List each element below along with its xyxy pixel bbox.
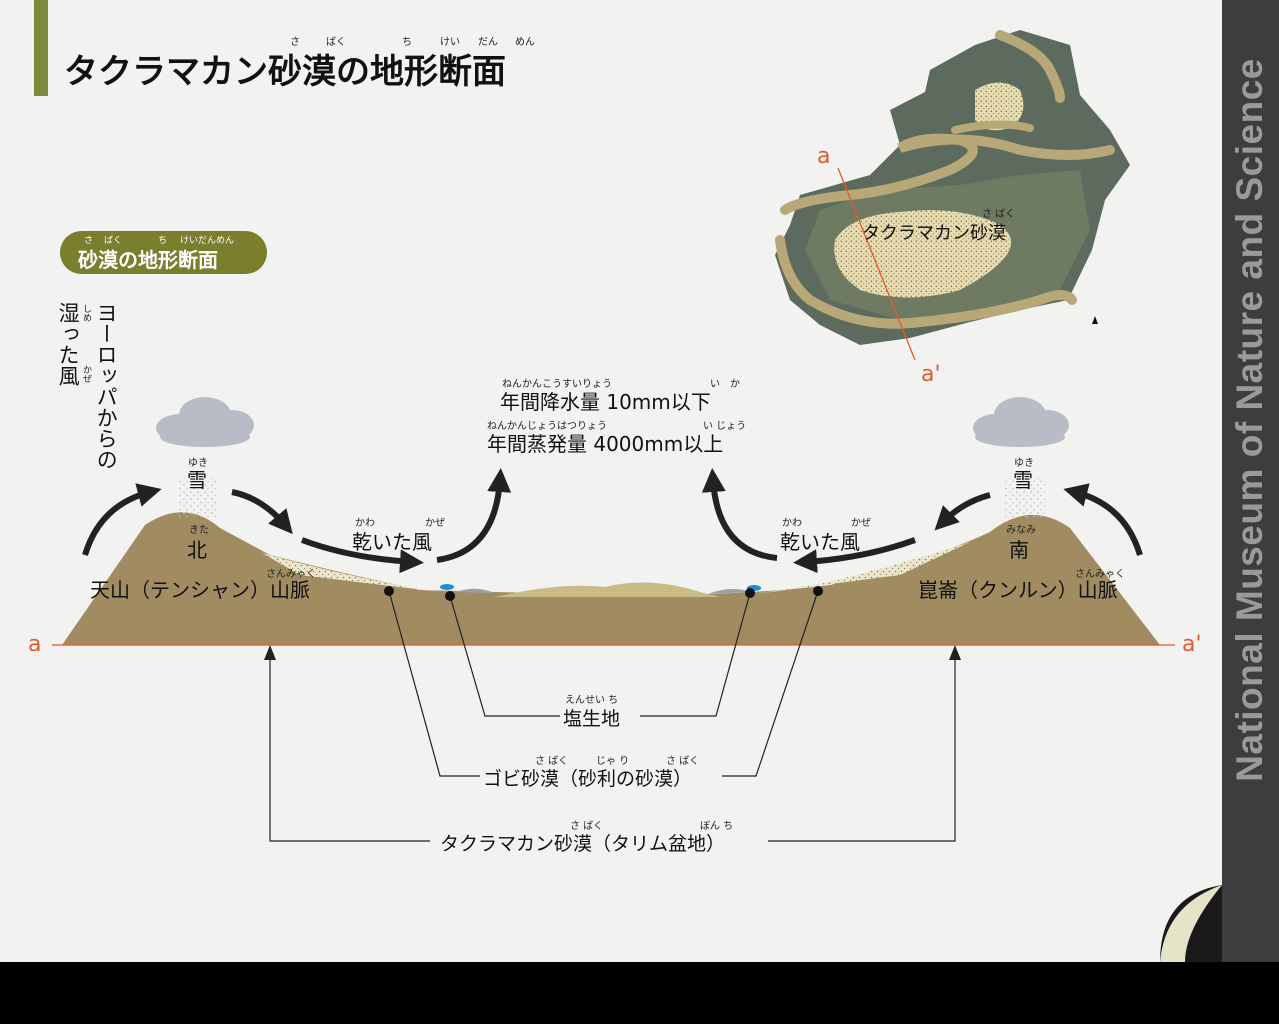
snow-north [178,478,218,518]
snow-south [1005,478,1045,518]
south-snow-ruby: ゆき [1014,458,1034,469]
south-direction: 南 [1009,538,1029,562]
north-wind-ruby: かぜ [425,518,445,529]
map-label-a-prime: a' [921,362,941,387]
arrow-south-down [934,492,991,531]
gobi-ruby: さ ばく [535,756,569,767]
section-label-a: a [28,632,42,657]
taklamakan-label: タクラマカン砂漠（タリム盆地） [440,833,726,855]
north-snow-label: 雪 [187,468,207,492]
wind-note-ruby: しめ [81,304,91,322]
north-wind-ruby: かわ [355,518,375,529]
south-snow-label: 雪 [1013,468,1033,492]
section-label-a-prime: a' [1182,632,1202,657]
wind-note-line1: ヨーロッパからの [94,302,119,470]
south-wind-ruby: かわ [782,518,802,529]
south-wind-ruby: かぜ [851,518,871,529]
annual-evaporation: 年間蒸発量 4000mm以上 [487,432,724,456]
title-ruby: ばく [326,37,346,48]
wind-note-ruby: かぜ [81,365,91,383]
marker-gobi-south [813,586,823,596]
gobi-desert-label: ゴビ砂漠（砂利の砂漠） [483,768,693,790]
water-north [440,584,454,590]
cloud-south [973,397,1069,447]
salt-marsh-label: 塩生地 [563,708,621,730]
map-desert-label: タクラマカン砂漠 [862,223,1006,244]
marker-salt-north [445,591,455,601]
map-mountains-south [775,235,1077,329]
wind-note-line2: 湿った風 [56,302,81,386]
map-mountains-inner [951,120,1034,134]
badge-ruby: ばく [104,236,123,246]
page-curl [1160,885,1222,962]
leader-arrow-right [949,645,961,660]
badge-ruby: けいだんめん [180,236,235,246]
arrow-north-wind [300,537,424,574]
section-badge [60,231,267,274]
marker-gobi-north [384,586,394,596]
salt-flat-north [456,588,495,593]
salt-ruby: えんせい ち [565,695,619,706]
takla-ruby: ぼん ち [700,821,734,832]
arrow-north-down [231,489,293,535]
evap-ruby-2: い じょう [703,421,747,432]
title-accent-bar [34,0,48,96]
bottom-bar [0,962,1279,1024]
museum-sidebar [1222,0,1279,962]
north-snow-ruby: ゆき [188,458,208,469]
rain-ruby-2: い か [710,379,740,390]
map-label-a: a [817,144,831,169]
south-dry-wind: 乾いた風 [780,530,860,554]
cross-section-diagram [52,30,1175,842]
north-dry-wind: 乾いた風 [352,530,432,554]
south-dir-ruby: みなみ [1006,525,1036,536]
map-mountains-west [995,30,1065,103]
inset-map [775,30,1130,361]
tianshan-range: 天山（テンシャン）山脈 [90,578,310,602]
title-ruby: めん [515,37,535,48]
leader-lines [269,590,956,842]
title-ruby: だん [478,37,498,48]
map-desert [834,210,1012,298]
takla-ruby: さ ばく [570,821,604,832]
evap-ruby: ねんかんじょうはつりょう [487,421,607,432]
terrain-base [62,512,1160,645]
map-desert-north [975,82,1024,131]
title-ruby: けい [440,37,460,48]
map-north-arrow [1092,316,1098,324]
map-desert-ruby: さ ばく [982,209,1016,220]
south-range-ruby: さんみゃく [1075,569,1125,580]
salt-flat-south [708,588,752,594]
map-section-line [837,167,916,361]
arrow-north-rise [436,468,512,563]
arrow-south-rise [701,468,778,561]
kunlun-range: 崑崙（クンルン）山脈 [918,578,1118,602]
arrow-south-wind [793,537,917,574]
arrow-north-up [82,483,162,556]
title-ruby: ち [402,37,412,48]
title-ruby: さ [290,37,300,48]
cloud-north [156,397,254,447]
gobi-ruby: さ ばく [666,756,700,767]
page-title: タクラマカン砂漠の地形断面 [64,52,506,92]
arrow-south-up [1063,483,1143,556]
badge-ruby: ち [158,236,168,246]
leader-arrow-left [264,645,276,660]
marker-salt-south [745,588,755,598]
badge-ruby: さ [84,236,94,246]
map-mountains-north [780,133,1115,215]
badge-label: 砂漠の地形断面 [78,248,218,272]
north-range-ruby: さんみゃく [266,569,316,580]
north-sand-slope [262,553,440,592]
central-dunes [495,582,720,597]
gobi-ruby: じゃ り [596,756,630,767]
rain-ruby: ねんかんこうすいりょう [502,379,612,390]
north-dir-ruby: きた [189,525,209,536]
north-direction: 北 [187,538,207,562]
annual-precipitation: 年間降水量 10mm以下 [500,390,711,414]
